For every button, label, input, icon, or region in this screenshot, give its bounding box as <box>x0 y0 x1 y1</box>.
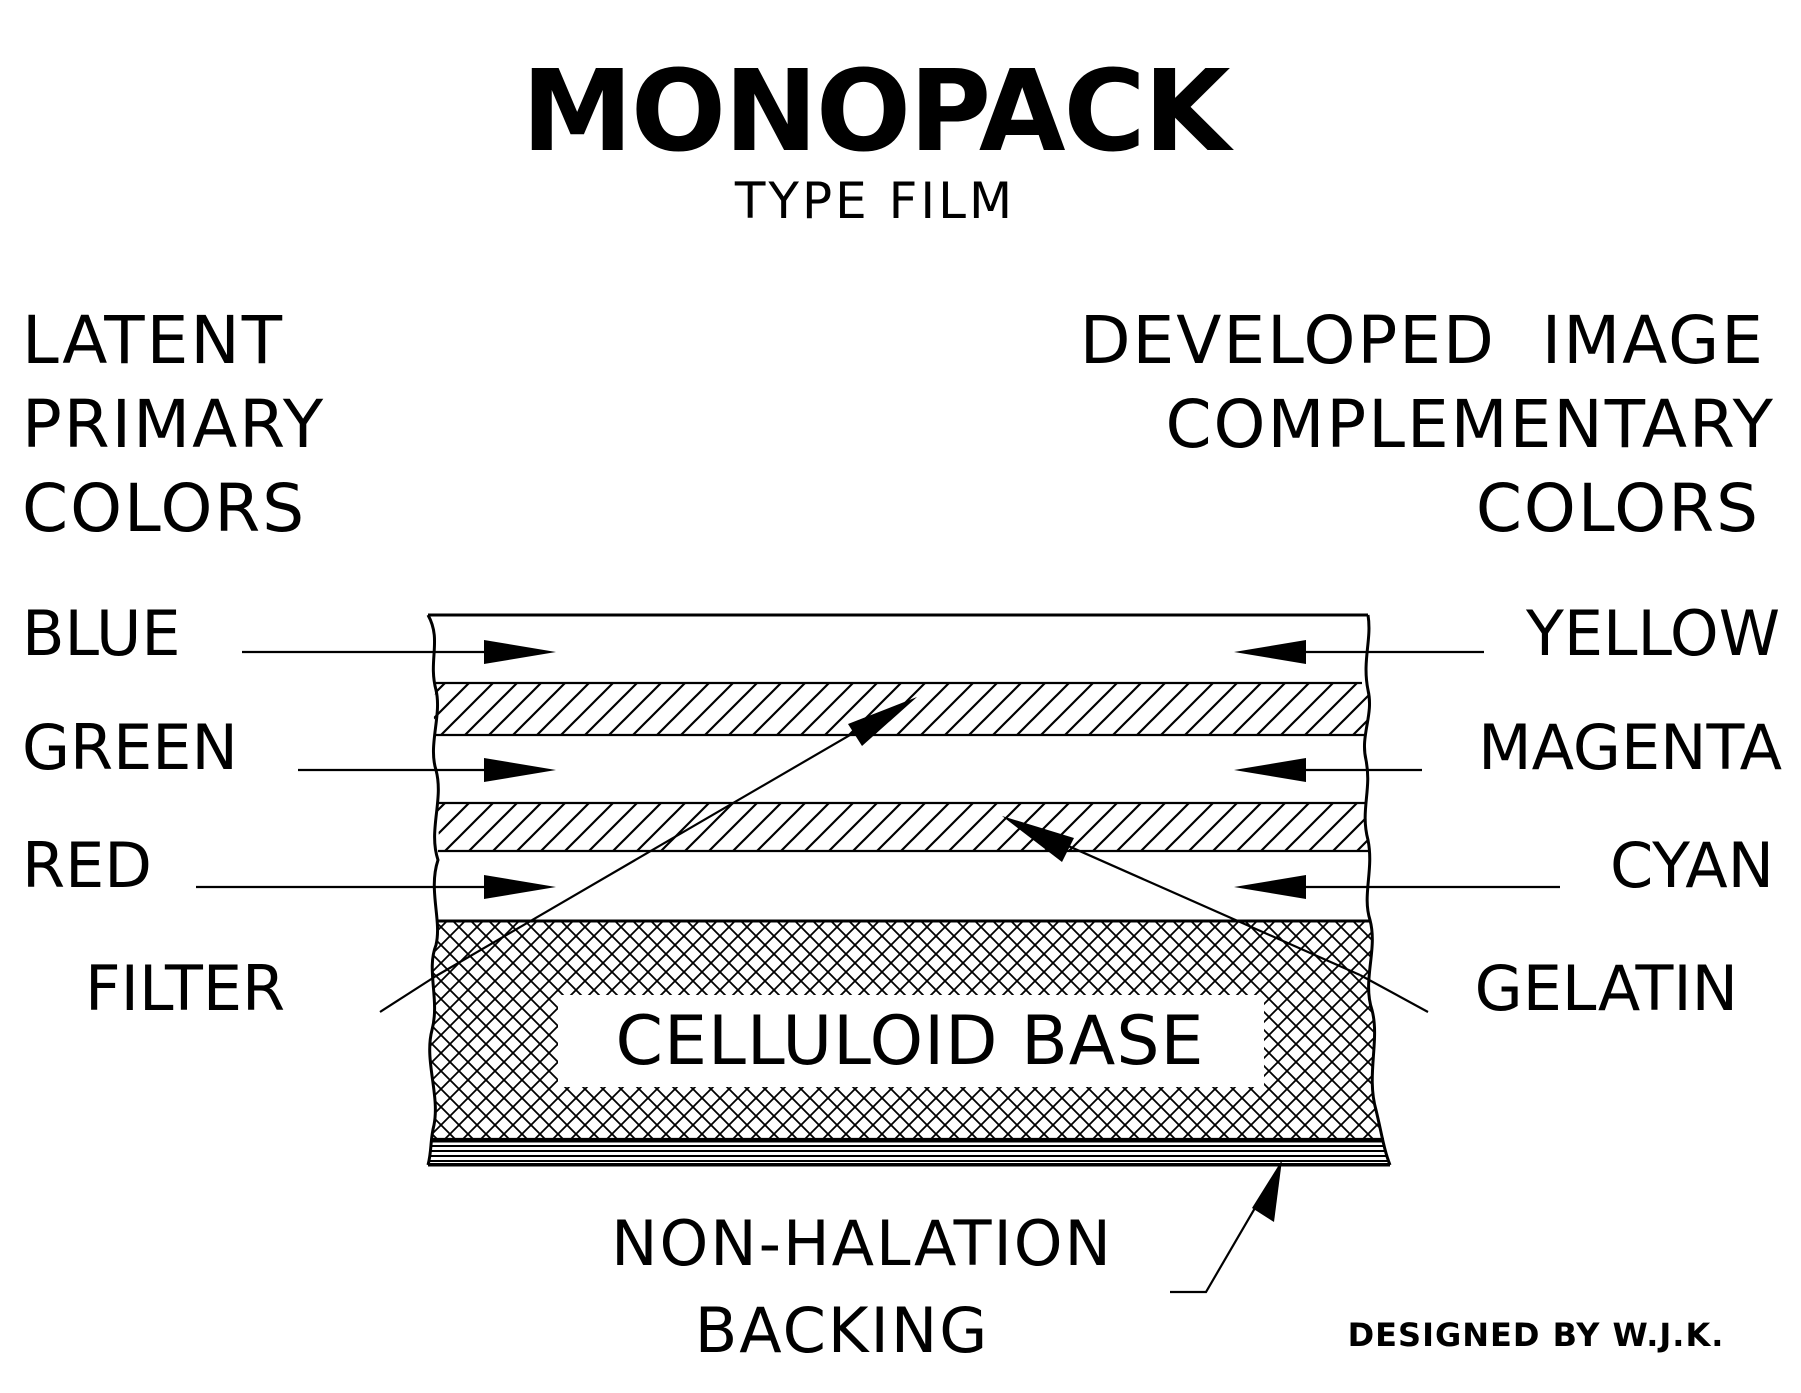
celluloid-base-label: CELLULOID BASE <box>616 1002 1205 1081</box>
red-sensitive-layer <box>428 851 1390 921</box>
label-cyan: CYAN <box>1610 829 1774 902</box>
backing-arrowhead <box>1252 1160 1282 1222</box>
subtitle: TYPE FILM <box>734 172 1015 230</box>
label-filter: FILTER <box>85 952 285 1025</box>
filter-pointer <box>379 697 917 1013</box>
backing-label-line-1: NON-HALATION <box>611 1207 1113 1280</box>
green-arrowhead <box>484 758 556 782</box>
left-heading: LATENT PRIMARY COLORS <box>22 302 325 547</box>
left-heading-line-2: PRIMARY <box>22 386 325 463</box>
designer-credit: DESIGNED BY W.J.K. <box>1348 1316 1725 1354</box>
right-heading-line-1: DEVELOPED IMAGE <box>1080 302 1765 379</box>
backing-label-line-2: BACKING <box>695 1294 990 1367</box>
left-arrows <box>196 640 556 899</box>
right-arrows <box>1234 640 1560 899</box>
magenta-arrowhead <box>1234 758 1306 782</box>
label-red: RED <box>22 829 152 902</box>
cyan-arrowhead <box>1234 875 1306 899</box>
film-left-edge <box>426 614 440 1166</box>
label-yellow: YELLOW <box>1525 597 1780 670</box>
title: MONOPACK <box>521 47 1234 177</box>
blue-sensitive-layer <box>428 615 1390 683</box>
label-green: GREEN <box>22 711 238 784</box>
blue-arrowhead <box>484 640 556 664</box>
layer-boundaries <box>428 613 1384 1141</box>
celluloid-base-label-box <box>558 995 1264 1087</box>
yellow-arrowhead <box>1234 640 1306 664</box>
right-heading-line-3: COLORS <box>1476 470 1760 547</box>
label-gelatin: GELATIN <box>1475 952 1738 1025</box>
left-heading-line-1: LATENT <box>22 302 284 379</box>
gelatin-arrowhead <box>1002 816 1074 862</box>
backing-pointer <box>1170 1160 1282 1294</box>
right-heading: DEVELOPED IMAGE COMPLEMENTARY COLORS <box>1080 302 1775 547</box>
filter-arrowhead <box>848 697 917 746</box>
left-heading-line-3: COLORS <box>22 470 306 547</box>
film-right-edge <box>1363 614 1392 1166</box>
upper-filter-layer <box>428 683 1390 735</box>
label-magenta: MAGENTA <box>1478 711 1782 784</box>
gelatin-pointer <box>1002 816 1429 1013</box>
green-sensitive-layer <box>428 735 1390 803</box>
lower-filter-layer <box>428 803 1390 851</box>
non-halation-backing-layer <box>428 1139 1390 1165</box>
right-heading-line-2: COMPLEMENTARY <box>1165 386 1775 463</box>
label-blue: BLUE <box>22 597 181 670</box>
red-arrowhead <box>484 875 556 899</box>
